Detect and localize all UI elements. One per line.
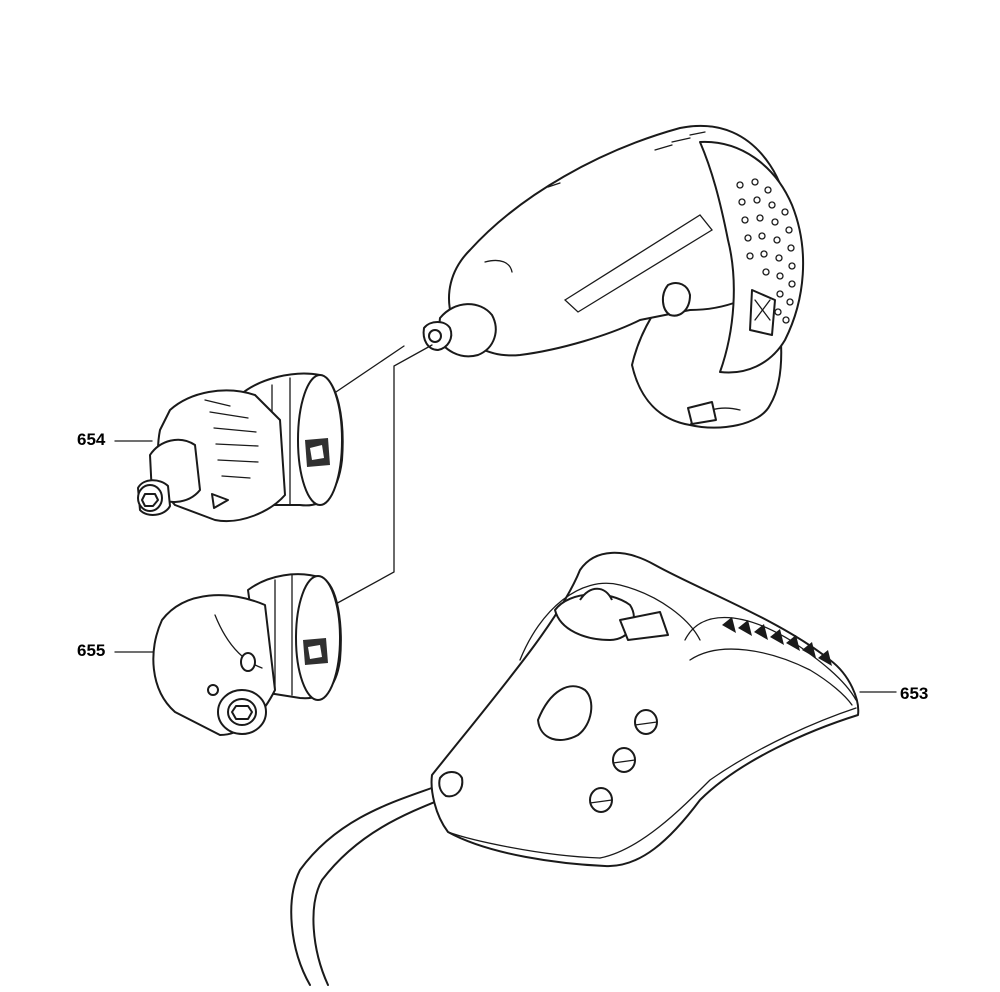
callout-label-653: 653 bbox=[900, 684, 929, 703]
charger-part bbox=[290, 551, 860, 986]
screwdriver-chuck-part bbox=[137, 372, 344, 523]
right-angle-attachment-part bbox=[152, 573, 342, 736]
callout-label-654: 654 bbox=[77, 430, 106, 449]
callout-label-655: 655 bbox=[77, 641, 106, 660]
charger-indicator-lights bbox=[589, 709, 658, 813]
cordless-screwdriver-body bbox=[422, 124, 805, 429]
charger-ribs bbox=[722, 617, 832, 666]
leader-lines bbox=[114, 344, 897, 693]
grip-dots bbox=[736, 178, 796, 324]
